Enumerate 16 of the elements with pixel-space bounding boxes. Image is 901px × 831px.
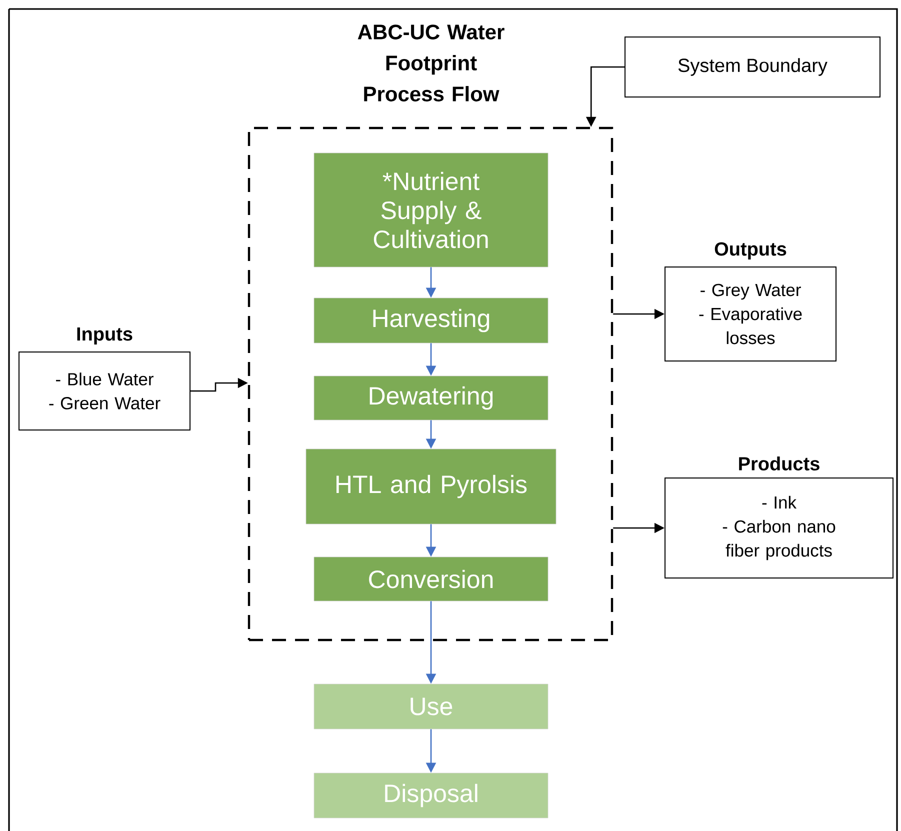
- process-box: HTL and Pyrolsis: [306, 448, 556, 524]
- process-box: Dewatering: [314, 376, 548, 420]
- list-box: - Grey Water - Evaporative losses: [664, 266, 836, 362]
- list-box: - Ink - Carbon nano fiber products: [664, 478, 894, 578]
- process-box: *Nutrient Supply & Cultivation: [314, 152, 548, 268]
- title: ABC-UC Water Footprint Process Flow: [358, 24, 504, 102]
- list-box: - Blue Water - Green Water: [18, 352, 190, 430]
- process-box: Harvesting: [314, 298, 548, 344]
- box-heading: Products: [739, 456, 820, 470]
- process-box: Conversion: [314, 556, 548, 602]
- box-heading: Outputs: [714, 242, 786, 260]
- process-box: Use: [314, 684, 548, 730]
- process-box: Disposal: [314, 772, 548, 818]
- label-box: System Boundary: [624, 36, 880, 98]
- box-heading: Inputs: [77, 327, 132, 344]
- system-boundary-box: [248, 126, 614, 642]
